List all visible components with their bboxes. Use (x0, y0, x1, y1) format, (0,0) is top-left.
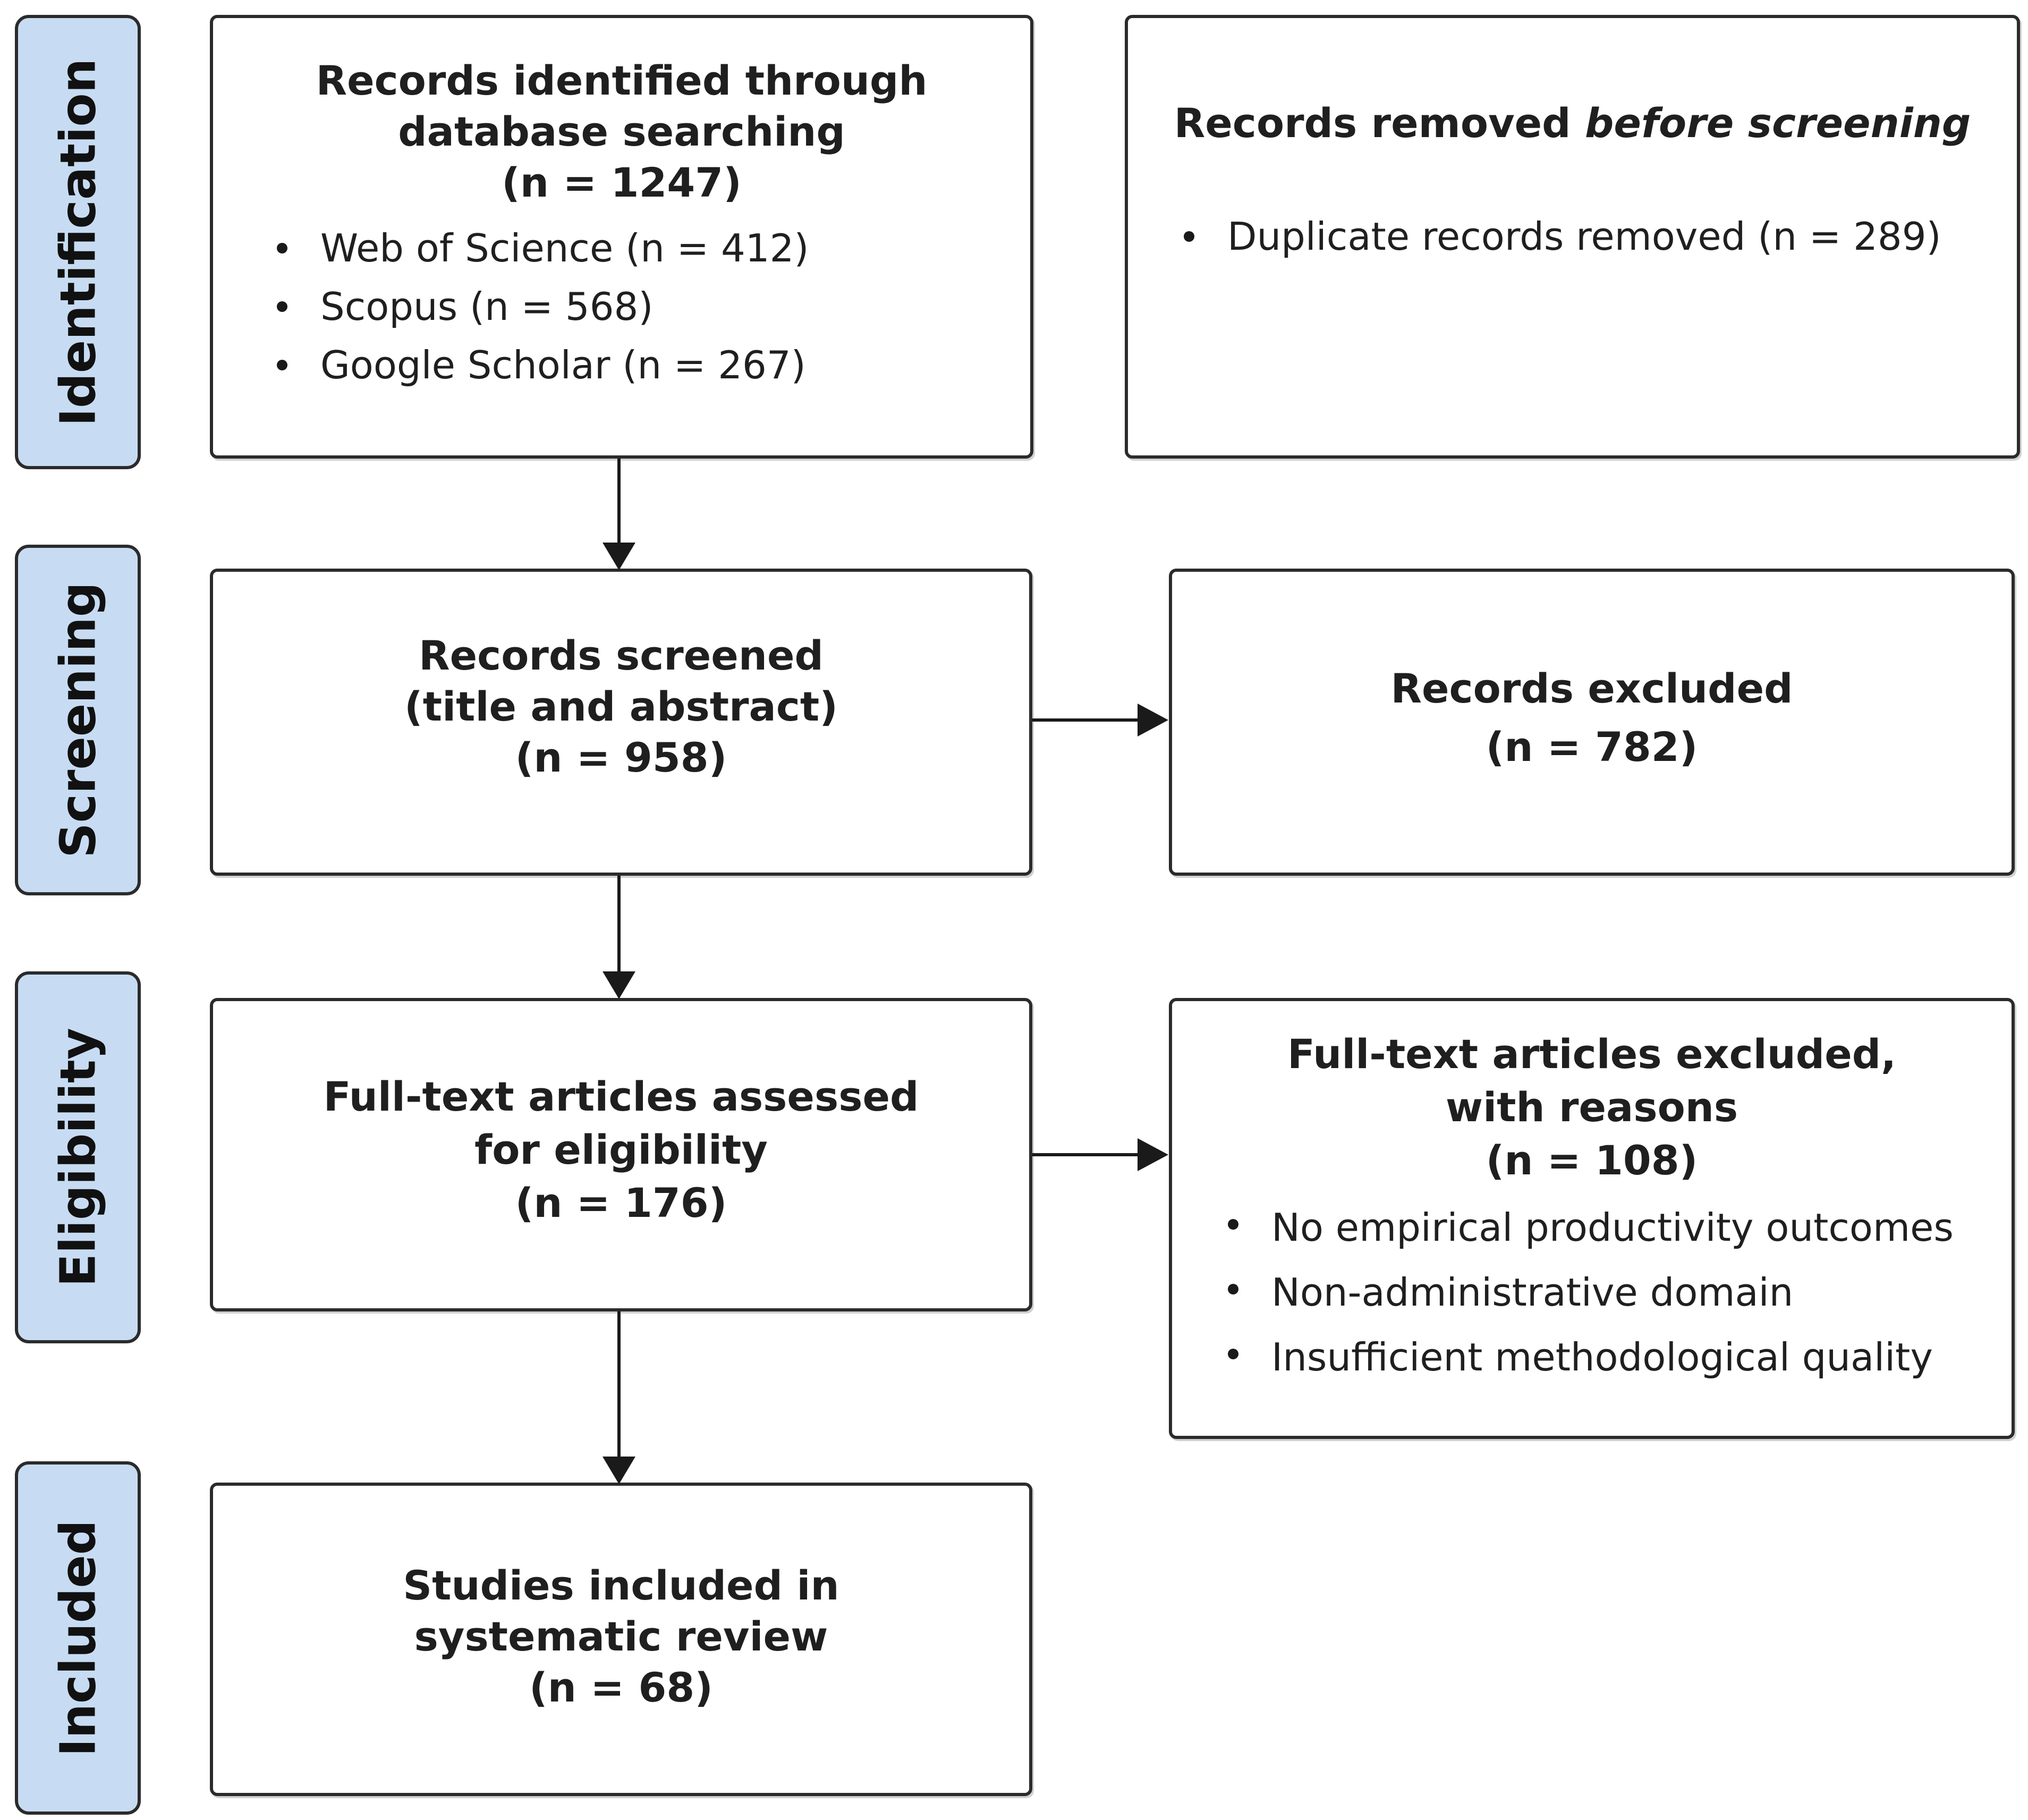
fulltext-assessed-line1: Full-text articles assessed (323, 1073, 919, 1120)
records-removed-box: Records removed before screening Duplica… (1125, 15, 2020, 459)
stage-label-screening: Screening (49, 582, 106, 858)
records-identified-heading: Records identified through database sear… (213, 55, 1030, 208)
source-item: Scopus (n = 568) (271, 277, 1030, 336)
records-identified-box: Records identified through database sear… (210, 15, 1033, 459)
fulltext-excluded-line2: with reasons (1445, 1083, 1738, 1131)
studies-included-line2: systematic review (414, 1613, 828, 1660)
removed-list: Duplicate records removed (n = 289) (1178, 207, 2017, 266)
studies-included-heading: Studies included in systematic review (n… (213, 1560, 1029, 1713)
records-excluded-box: Records excluded (n = 782) (1169, 569, 2015, 876)
exclusion-reasons-list: No empirical productivity outcomes Non-a… (1223, 1195, 2012, 1390)
records-excluded-count: (n = 782) (1486, 723, 1698, 771)
records-screened-line1: Records screened (419, 632, 824, 679)
arrow-screened-to-excluded (1032, 704, 1168, 737)
records-screened-box: Records screened (title and abstract) (n… (210, 569, 1032, 876)
fulltext-assessed-line2: for eligibility (474, 1126, 768, 1173)
records-removed-title: Records removed (1174, 99, 1585, 147)
exclusion-reason: Non-administrative domain (1223, 1260, 2012, 1325)
fulltext-excluded-line1: Full-text articles excluded, (1287, 1030, 1897, 1078)
fulltext-assessed-count: (n = 176) (515, 1179, 727, 1226)
fulltext-assessed-box: Full-text articles assessed for eligibil… (210, 998, 1032, 1311)
stage-label-included: Included (49, 1519, 106, 1757)
arrow-identified-to-screened (603, 459, 635, 570)
source-list: Web of Science (n = 412) Scopus (n = 568… (271, 219, 1030, 394)
records-screened-count: (n = 958) (515, 734, 727, 781)
studies-included-count: (n = 68) (529, 1664, 713, 1711)
fulltext-excluded-heading: Full-text articles excluded, with reason… (1172, 1028, 2012, 1187)
records-screened-line2: (title and abstract) (404, 683, 838, 730)
stage-identification: Identification (15, 15, 141, 469)
records-excluded-heading: Records excluded (n = 782) (1172, 659, 2012, 776)
records-screened-heading: Records screened (title and abstract) (n… (213, 630, 1029, 783)
records-removed-title-emphasis: before screening (1585, 99, 1971, 147)
records-identified-line1: Records identified through (316, 57, 928, 104)
fulltext-assessed-heading: Full-text articles assessed for eligibil… (213, 1070, 1029, 1230)
stage-screening: Screening (15, 545, 141, 895)
stage-label-eligibility: Eligibility (49, 1028, 106, 1287)
studies-included-box: Studies included in systematic review (n… (210, 1483, 1032, 1796)
records-identified-line2: database searching (398, 108, 845, 155)
exclusion-reason: Insufficient methodological quality (1223, 1325, 2012, 1390)
studies-included-line1: Studies included in (403, 1562, 839, 1609)
fulltext-excluded-count: (n = 108) (1486, 1137, 1698, 1184)
arrow-fulltext-to-fulltext-excluded (1032, 1138, 1168, 1171)
stage-included: Included (15, 1461, 141, 1815)
stage-eligibility: Eligibility (15, 971, 141, 1343)
arrow-fulltext-to-included (603, 1311, 635, 1484)
records-removed-heading: Records removed before screening (1128, 98, 2017, 149)
source-item: Web of Science (n = 412) (271, 219, 1030, 277)
source-item: Google Scholar (n = 267) (271, 336, 1030, 394)
exclusion-reason: No empirical productivity outcomes (1223, 1195, 2012, 1260)
removed-item: Duplicate records removed (n = 289) (1178, 207, 2017, 266)
records-identified-count: (n = 1247) (502, 159, 742, 206)
arrow-screened-to-fulltext (603, 876, 635, 999)
fulltext-excluded-box: Full-text articles excluded, with reason… (1169, 998, 2015, 1439)
records-excluded-line1: Records excluded (1390, 665, 1793, 712)
stage-label-identification: Identification (49, 58, 106, 426)
